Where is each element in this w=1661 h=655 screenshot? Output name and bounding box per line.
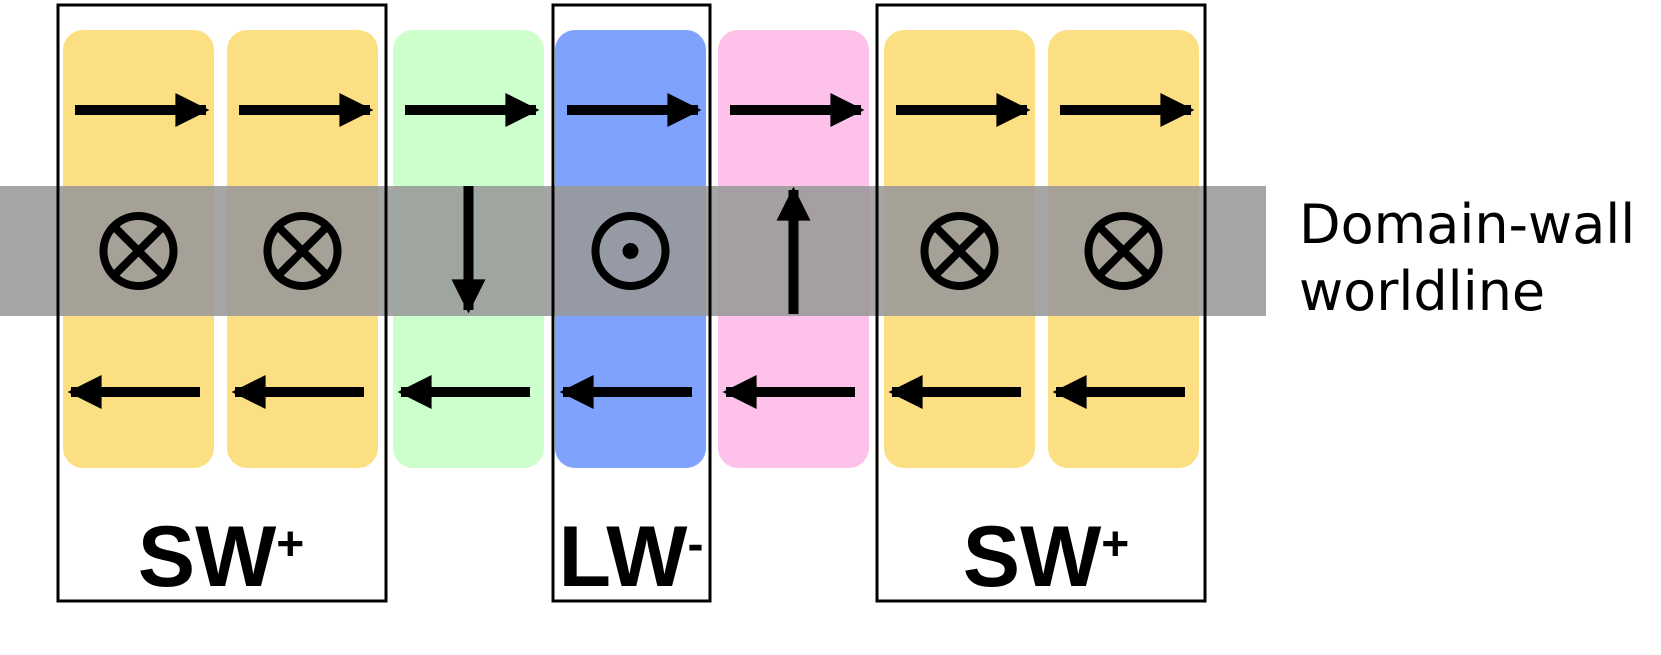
lw-minus-group-frame [551, 3, 712, 603]
into-page-cross-circle-icon [99, 212, 178, 290]
group-label: SW+ [963, 509, 1130, 605]
group-label-superscript: + [276, 518, 304, 571]
worldline-label: Domain-wall worldline [1299, 193, 1652, 323]
group-layer: SW+ LW- SW+ [56, 3, 1207, 605]
group-label-superscript: + [1101, 518, 1129, 571]
into-page-cross-circle-icon [920, 212, 999, 290]
group-label: SW+ [138, 509, 305, 605]
group-label-text: SW [138, 509, 277, 605]
worldline-label-line2: worldline [1299, 260, 1545, 323]
group-label: LW- [559, 509, 704, 605]
group-label-superscript: - [687, 518, 703, 571]
group-label-text: LW [559, 509, 689, 605]
group-label-text: SW [963, 509, 1102, 605]
out-of-page-dot-circle-icon [591, 212, 670, 290]
worldline-label-line1: Domain-wall [1299, 193, 1635, 256]
sw-plus-group-frame [875, 3, 1207, 603]
sw-plus-group-frame [56, 3, 388, 603]
into-page-cross-circle-icon [1084, 212, 1163, 290]
symbol-layer [67, 92, 1195, 410]
into-page-cross-circle-icon [263, 212, 342, 290]
